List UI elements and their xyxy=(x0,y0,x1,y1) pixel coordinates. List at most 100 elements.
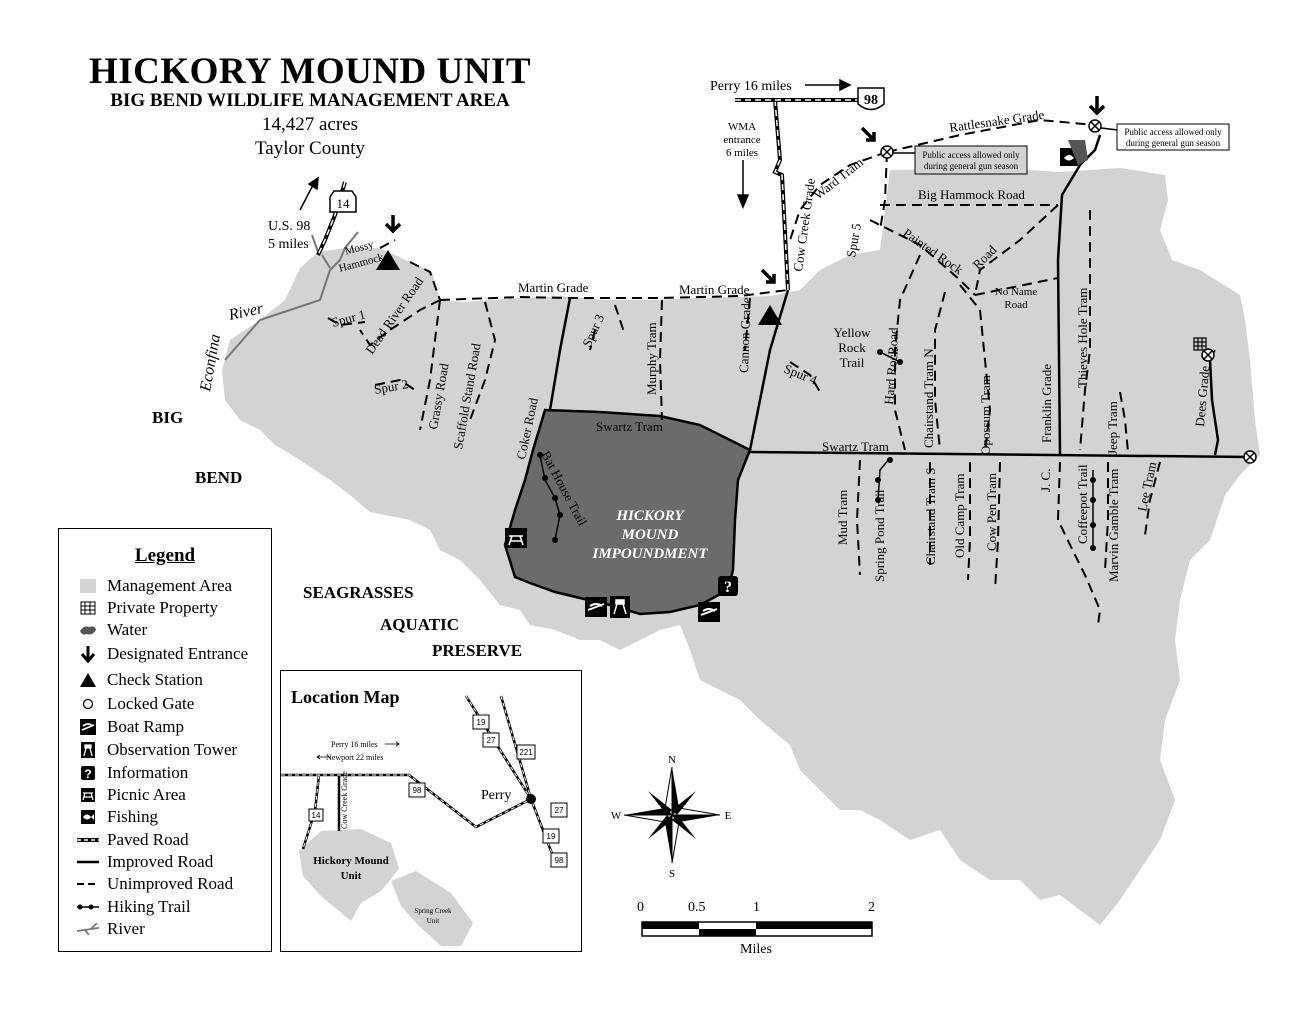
improved-road-swatch xyxy=(77,852,99,872)
legend-item-paved-road: Paved Road xyxy=(77,829,189,851)
legend-label: Information xyxy=(107,763,189,782)
legend-label: Improved Road xyxy=(107,852,214,871)
picnic-area-icon xyxy=(505,528,527,548)
legend-item-management-area: Management Area xyxy=(77,575,232,597)
road-no-name-2: Road xyxy=(1004,299,1028,311)
trail-spring-pond: Spring Pond Trail xyxy=(872,489,887,582)
road-ward-tram: Ward Tram xyxy=(811,154,866,202)
fishing-icon xyxy=(1060,140,1088,166)
legend-item-observation-tower: Observation Tower xyxy=(77,739,237,761)
loc-shield-27a: 27 xyxy=(487,736,496,745)
water-icon xyxy=(77,620,99,640)
road-opossum: Opossum Tram xyxy=(978,375,993,455)
private-property-icon xyxy=(1193,337,1207,351)
road-jeep: Jeep Tram xyxy=(1105,401,1120,455)
legend-item-private-property: Private Property xyxy=(77,597,218,619)
road-swartz-1: Swartz Tram xyxy=(596,419,663,434)
road-murphy: Murphy Tram xyxy=(644,322,659,395)
scale-bar: 0 0.5 1 2 Miles xyxy=(630,900,890,960)
management-area-swatch xyxy=(77,576,99,596)
compass-rose: N S E W xyxy=(611,754,732,880)
loc-shield-14: 14 xyxy=(312,811,321,820)
road-no-name-1: No Name xyxy=(995,286,1038,298)
paved-road-swatch xyxy=(77,830,99,850)
trail-yellow-rock-3: Trail xyxy=(840,355,865,370)
legend-label: Unimproved Road xyxy=(107,874,234,893)
road-chairstand-s: Chairstand Tram S xyxy=(923,467,938,565)
legend-item-information: ? Information xyxy=(77,762,188,784)
compass-w: W xyxy=(611,810,622,822)
compass-s: S xyxy=(669,868,675,880)
impoundment-label-3: IMPOUNDMENT xyxy=(591,546,708,562)
legend-label: Private Property xyxy=(107,598,218,617)
scale-tick-05: 0.5 xyxy=(688,900,706,915)
loc-shield-19b: 19 xyxy=(547,832,556,841)
legend-item-hiking-trail: Hiking Trail xyxy=(77,896,191,918)
location-map: Perry 16 miles Newport 22 miles Cow Cree… xyxy=(280,670,582,952)
compass-n: N xyxy=(668,754,676,766)
location-map-title: Location Map xyxy=(291,687,400,707)
legend: Legend Management Area Private Property … xyxy=(58,528,272,952)
trail-yellow-rock-2: Rock xyxy=(838,340,866,355)
hiking-trail-nodes xyxy=(537,349,1096,551)
legend-item-water: Water xyxy=(77,619,147,641)
road-cannon: Cannon Grade xyxy=(736,297,754,373)
loc-shield-19a: 19 xyxy=(477,718,486,727)
legend-item-boat-ramp: Boat Ramp xyxy=(77,716,184,738)
trail-coffeepot: Coffeepot Trail xyxy=(1075,464,1090,544)
wma-callout-1: WMA xyxy=(728,121,756,133)
loc-cow-creek: Cow Creek Grade xyxy=(340,771,349,829)
tower-icon xyxy=(77,740,99,760)
econfina-river xyxy=(224,231,359,361)
legend-item-check-station: Check Station xyxy=(77,669,203,691)
sr14-shield: 14 xyxy=(329,190,357,213)
legend-item-river: River xyxy=(77,918,145,940)
legend-label: Locked Gate xyxy=(107,694,195,713)
scale-tick-2: 2 xyxy=(868,900,875,915)
road-spur2: Spur 2 xyxy=(373,376,409,397)
observation-tower-icon xyxy=(610,596,630,618)
legend-item-improved-road: Improved Road xyxy=(77,851,213,873)
road-yellow-rock-road: Road xyxy=(885,327,901,355)
legend-label: River xyxy=(107,919,145,938)
compass-e: E xyxy=(725,810,732,822)
location-map-drawing: Perry 16 miles Newport 22 miles Cow Cree… xyxy=(281,695,568,946)
econfina-label: Econfina xyxy=(197,333,224,394)
road-mud: Mud Tram xyxy=(835,490,850,545)
river-swatch xyxy=(77,919,99,939)
arrow-down-icon xyxy=(77,644,99,664)
region-big: BIG xyxy=(152,408,183,427)
triangle-icon xyxy=(77,670,99,690)
information-icon: ? xyxy=(718,576,738,596)
designated-entrance-icons xyxy=(384,96,1106,284)
region-preserve: PRESERVE xyxy=(432,641,522,660)
region-bend: BEND xyxy=(195,468,242,487)
us98-callout-2: 5 miles xyxy=(268,237,309,252)
legend-item-designated-entrance: Designated Entrance xyxy=(77,643,248,665)
picnic-table-icon xyxy=(77,785,99,805)
loc-spring-1: Spring Creek xyxy=(414,907,452,915)
locked-gate-icon xyxy=(77,694,99,714)
road-cow-pen: Cow Pen Tram xyxy=(984,473,999,551)
loc-perry-arrow xyxy=(385,741,400,747)
gate-note-1a: Public access allowed only xyxy=(922,150,1020,160)
unimproved-road-swatch xyxy=(77,874,99,894)
road-swartz-2: Swartz Tram xyxy=(822,439,889,454)
scale-bar-graphic xyxy=(641,921,873,937)
legend-item-picnic-area: Picnic Area xyxy=(77,784,186,806)
region-aquatic: AQUATIC xyxy=(380,615,459,634)
impoundment-label-2: MOUND xyxy=(621,527,679,543)
legend-item-locked-gate: Locked Gate xyxy=(77,693,194,715)
loc-newport-arrow xyxy=(316,754,331,760)
legend-label: Paved Road xyxy=(107,830,189,849)
legend-item-fishing: Fishing xyxy=(77,806,158,828)
road-jc: J. C. xyxy=(1038,469,1053,492)
sr14-shield-label: 14 xyxy=(337,196,351,211)
legend-label: Hiking Trail xyxy=(107,897,191,916)
scale-tick-0: 0 xyxy=(637,900,644,915)
location-map-spring-creek-unit xyxy=(391,871,473,946)
check-station-icons xyxy=(376,250,782,325)
hiking-trail-swatch xyxy=(77,897,99,917)
road-rattlesnake: Rattlesnake Grade xyxy=(948,107,1045,135)
